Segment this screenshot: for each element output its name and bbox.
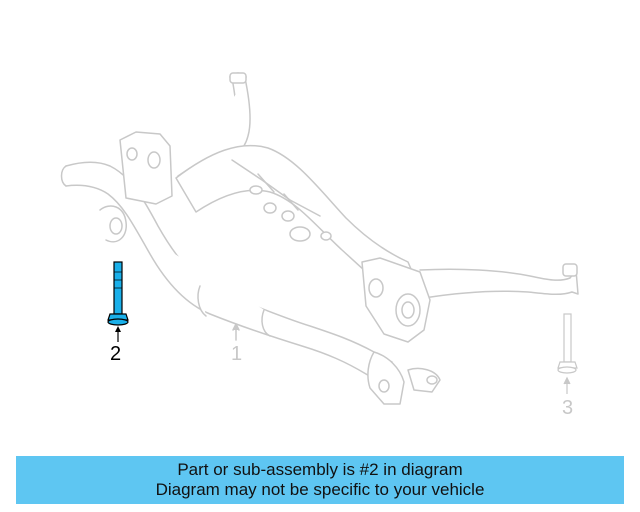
info-banner: Part or sub-assembly is #2 in diagram Di…: [16, 456, 624, 504]
banner-line-1: Part or sub-assembly is #2 in diagram: [177, 460, 463, 479]
ghost-bolt-icon: [557, 313, 578, 394]
parts-diagram: [60, 72, 579, 405]
subframe-drawing: [60, 72, 579, 405]
banner-line-2: Diagram may not be specific to your vehi…: [155, 480, 485, 499]
callout-label-2: 2: [110, 343, 122, 365]
callout-label-3: 3: [562, 397, 574, 419]
bolt-icon: [107, 261, 129, 342]
callout-label-1: 1: [231, 343, 243, 365]
